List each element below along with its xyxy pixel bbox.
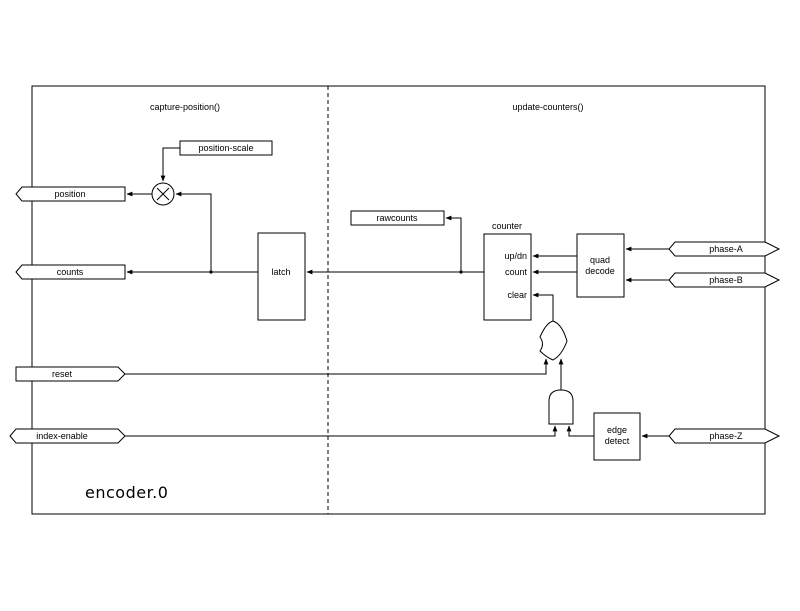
wire-or-to-clear — [532, 292, 554, 321]
wire-edge-to-and — [566, 425, 594, 437]
counts-output-label: counts — [57, 267, 84, 277]
phase-a-label: phase-A — [709, 244, 743, 254]
quad-decode-label-line1: quad — [590, 255, 610, 265]
phase-b-label: phase-B — [709, 275, 743, 285]
rawcounts-output-label: rawcounts — [376, 213, 418, 223]
counter-port-count: count — [505, 267, 528, 277]
component-frame — [31, 85, 766, 515]
wire-latch-to-multiplier — [175, 191, 212, 272]
edge-detect-label-line1: edge — [607, 425, 627, 435]
latch-label: latch — [271, 267, 290, 277]
position-scale-label: position-scale — [198, 143, 253, 153]
section-title-update-counters: update-counters() — [512, 102, 583, 112]
component-name: encoder.0 — [85, 483, 168, 502]
or-gate — [539, 320, 568, 361]
junction-dot-counter-out — [459, 270, 463, 274]
counter-port-clear: clear — [507, 290, 527, 300]
quad-decode-label-line2: decode — [585, 266, 615, 276]
phase-z-label: phase-Z — [709, 431, 743, 441]
latch-block — [257, 232, 306, 321]
quad-decode-block — [576, 233, 625, 298]
index-enable-label: index-enable — [36, 431, 88, 441]
junction-dot-latch-out — [209, 270, 213, 274]
counter-block — [483, 233, 532, 321]
position-output-label: position — [54, 189, 85, 199]
edge-detect-label-line2: detect — [605, 436, 630, 446]
multiplier-x-stroke-b — [156, 187, 170, 201]
counts-output-pin — [15, 264, 126, 280]
reset-io-pin — [15, 366, 126, 382]
position-output-pin — [15, 186, 126, 202]
counter-title: counter — [492, 221, 522, 231]
wire-scale-to-multiplier — [160, 147, 180, 182]
counter-port-updn: up/dn — [504, 251, 527, 261]
wire-reset-to-or — [125, 358, 549, 375]
index-enable-io-pin — [9, 428, 126, 444]
wire-counter-to-rawcounts — [445, 215, 462, 272]
rawcounts-output-box — [350, 210, 445, 226]
section-title-capture-position: capture-position() — [150, 102, 220, 112]
wire-index-enable-to-and — [125, 425, 558, 437]
reset-label: reset — [52, 369, 73, 379]
and-gate — [548, 389, 574, 425]
